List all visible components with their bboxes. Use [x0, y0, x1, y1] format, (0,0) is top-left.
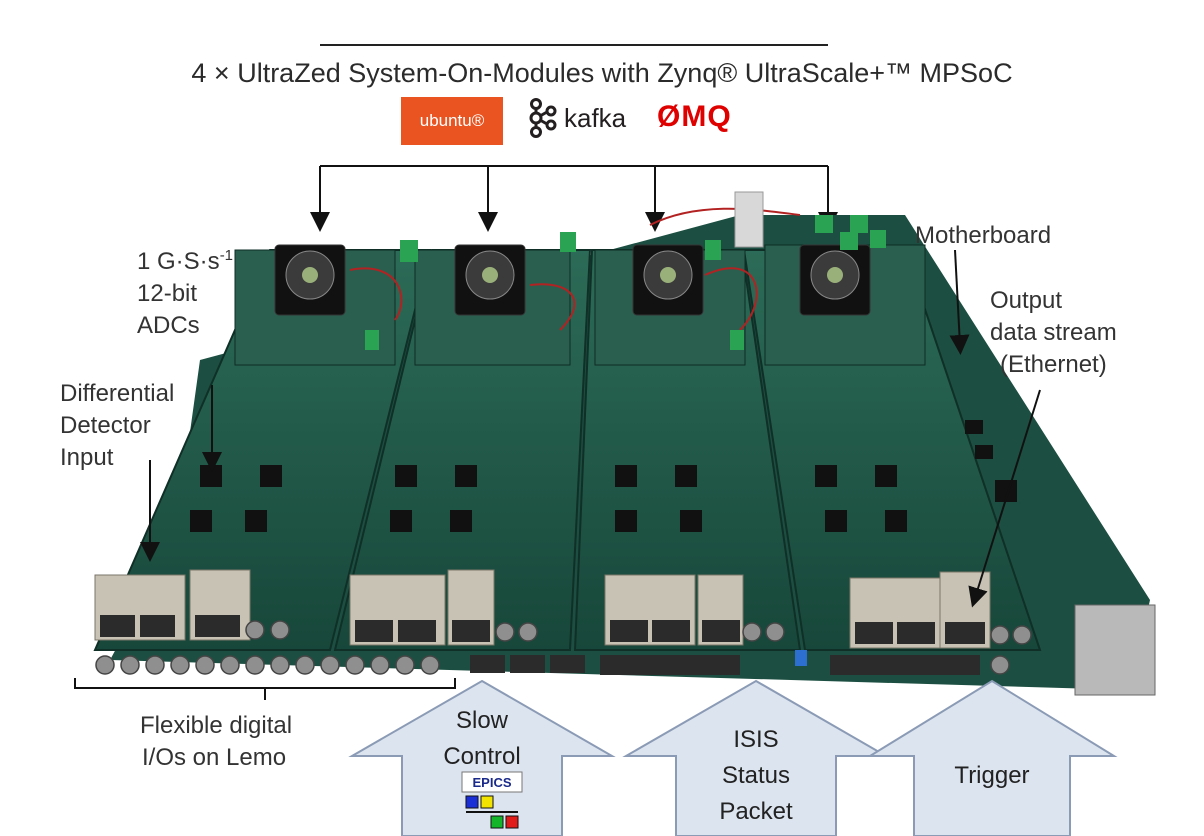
epics-logo — [461, 771, 523, 829]
trigger-arrow — [866, 679, 1118, 836]
slow-control-label: Slow Control — [443, 707, 521, 770]
ubuntu-logo: ubuntu® — [401, 97, 503, 145]
kafka-label: kafka — [564, 102, 627, 133]
kafka-logo: kafka — [528, 98, 626, 138]
input-arrows — [348, 679, 1118, 836]
isis-status-label: ISIS Status Packet — [719, 726, 793, 825]
lemo-io-label: Flexible digital I/Os on Lemo — [140, 712, 293, 771]
adc-chips — [190, 420, 1017, 532]
adc-bits: 12-bit — [137, 280, 198, 307]
adc-label: 1 G·S·s-1 12-bit ADCs — [137, 240, 233, 342]
slow-control-arrow — [348, 679, 616, 836]
adc-rate: 1 G·S·s-1 — [137, 247, 234, 275]
title-rule — [320, 44, 828, 46]
adc-name: ADCs — [137, 312, 200, 339]
sfp-cage — [1074, 604, 1156, 696]
page-title: 4 × UltraZed System-On-Modules with Zynq… — [191, 58, 1013, 88]
motherboard-label: Motherboard — [915, 222, 1052, 249]
som-modules — [234, 207, 926, 366]
differential-input-label: Differential Detector Input — [60, 380, 175, 471]
output-stream-label: Output data stream (Ethernet) — [990, 287, 1117, 378]
epics-label: EPICS — [472, 775, 511, 790]
trigger-label: Trigger — [954, 762, 1030, 789]
kafka-icon — [529, 98, 557, 138]
lemo-bracket — [74, 678, 456, 700]
lemo-connectors — [95, 620, 1032, 675]
module-pointer-bracket — [310, 165, 838, 232]
zeromq-logo: ØMQ — [657, 100, 732, 133]
